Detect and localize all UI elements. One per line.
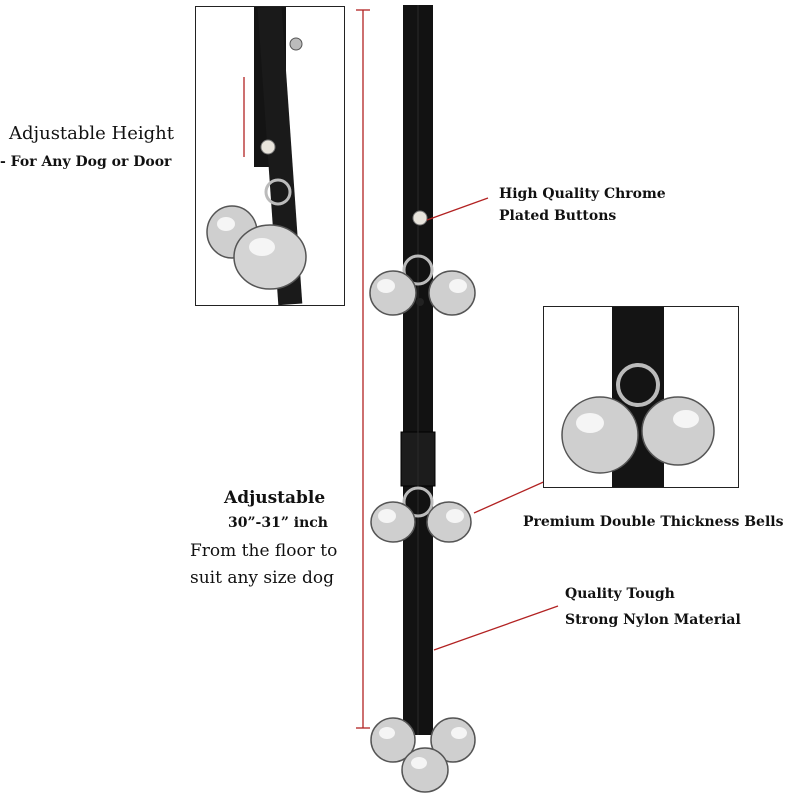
- chrome-button: [412, 210, 428, 226]
- label-high-quality-line2: Plated Buttons: [499, 208, 617, 224]
- measurement-line: [356, 9, 370, 729]
- label-premium-bells: Premium Double Thickness Bells: [523, 514, 784, 530]
- bell-cluster-bottom: [370, 717, 476, 793]
- inset-bells: [543, 306, 739, 488]
- label-length-range: 30”-31” inch: [228, 515, 328, 531]
- label-for-any-dog: - For Any Dog or Door: [0, 154, 172, 170]
- label-nylon-line2: Strong Nylon Material: [565, 612, 741, 628]
- bell-pair-1: [369, 254, 476, 316]
- label-adjustable: Adjustable: [224, 488, 326, 508]
- inset-adjustable-height: [195, 6, 345, 306]
- bell-pair-2: [370, 486, 472, 543]
- label-nylon-line1: Quality Tough: [565, 586, 675, 602]
- label-high-quality-line1: High Quality Chrome: [499, 186, 666, 202]
- label-suit-any: suit any size dog: [190, 568, 335, 588]
- label-from-floor: From the floor to: [190, 541, 338, 561]
- label-adjustable-height: Adjustable Height: [9, 123, 175, 144]
